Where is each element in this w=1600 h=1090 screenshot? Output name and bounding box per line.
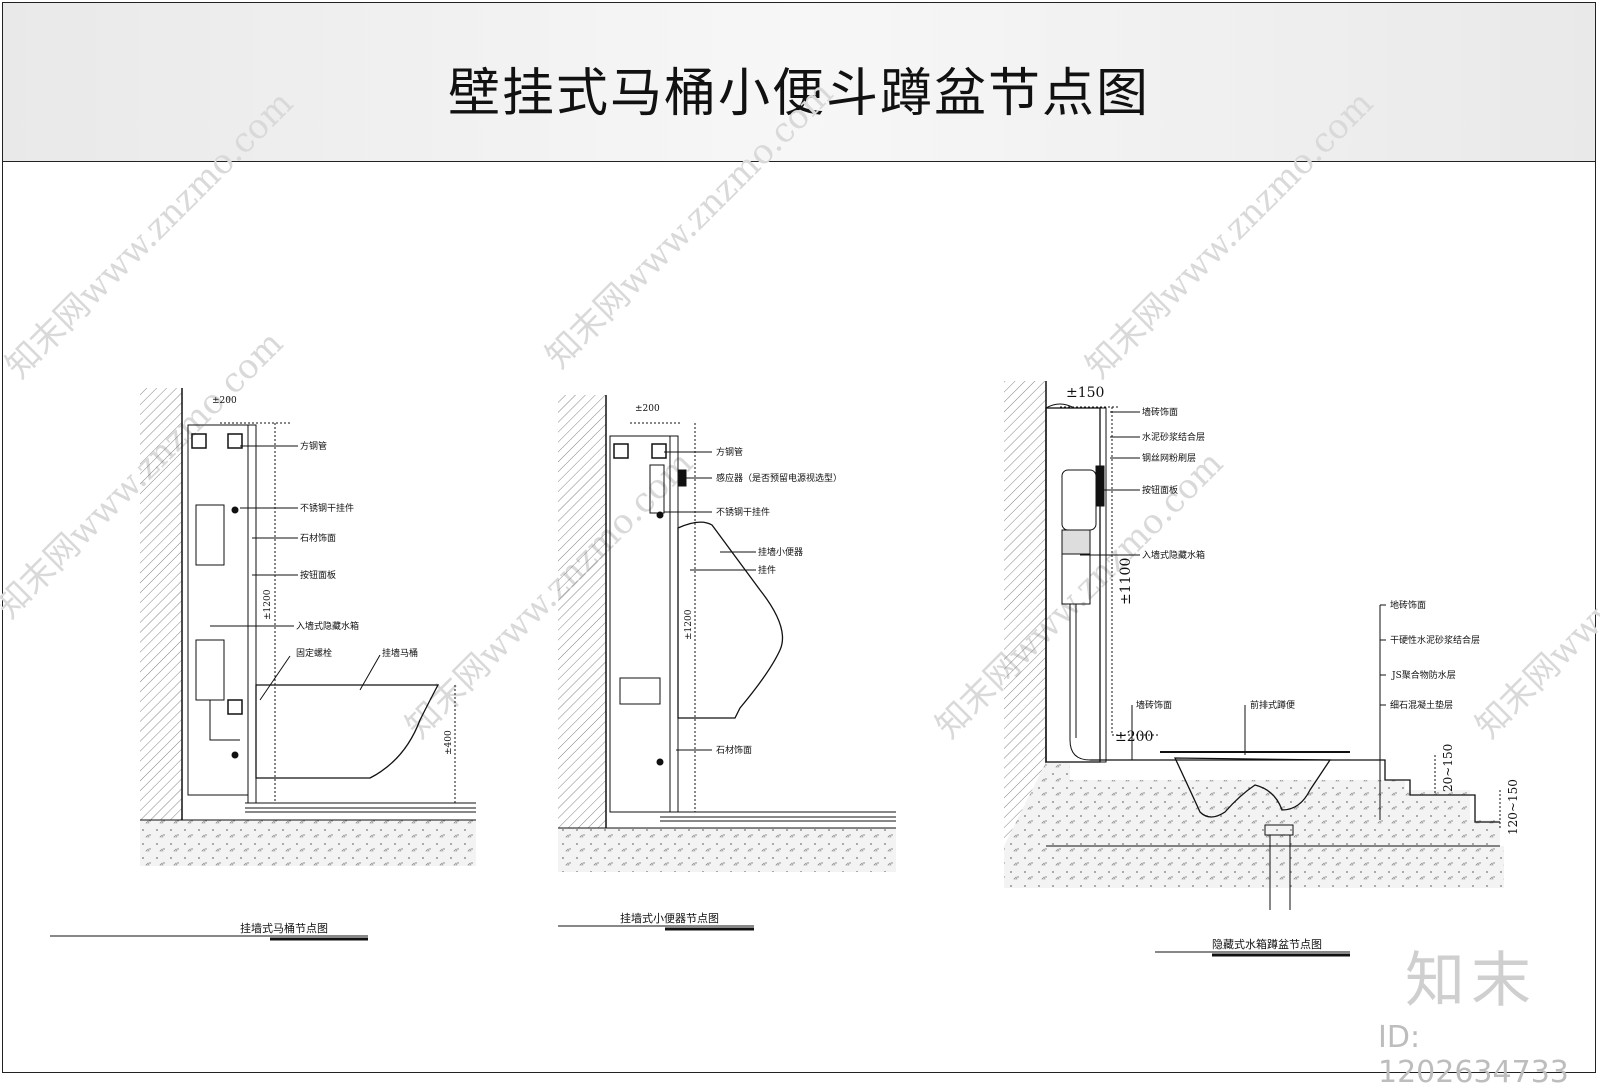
page-title: 壁挂式马桶小便斗蹲盆节点图 [447,64,1150,124]
squat-floor-label: 干硬性水泥砂浆结合层 [1390,634,1480,646]
squat-dim-step2: 120~150 [1506,779,1520,835]
watermarks: 知末网www.znzmo.com 知末网www.znzmo.com 知末网www… [0,73,1600,746]
squat-label: 钢丝网粉刷层 [1142,452,1196,464]
urinal-label: 方钢管 [716,446,743,458]
toilet-caption: 挂墙式马桶节点图 [50,921,368,941]
watermark: 知末网www.znzmo.com [1468,443,1600,746]
toilet-label: 方钢管 [300,440,327,452]
urinal-caption: 挂墙式小便器节点图 [558,911,754,931]
squat-dim-step1: 20~150 [1441,744,1455,792]
document-id: ID: 1202634733 [1378,1020,1569,1090]
urinal-label: 不锈钢干挂件 [716,506,770,518]
toilet-label: 石材饰面 [300,532,336,544]
squat-floor-label: JS聚合物防水层 [1391,669,1456,681]
urinal-label: 感应器（是否预留电源视选型） [716,472,842,484]
squat-label: 水泥砂浆结合层 [1142,431,1205,443]
squat-floor-label: 地砖饰面 [1390,599,1426,611]
brand-logo-text: 知末 [1405,946,1537,1016]
watermark: 知末网www.znzmo.com [398,443,701,746]
squat-dim-low: ±200 [1115,729,1153,745]
urinal-detail: ±200 ±1200 [558,395,896,872]
toilet-label: 入墙式隐藏水箱 [296,620,359,632]
toilet-dim-mid: ±1200 [263,589,273,620]
squat-labels: 墙砖饰面 水泥砂浆结合层 钢丝网粉刷层 按钮面板 入墙式隐藏水箱 地砖饰面 干硬… [1080,406,1480,820]
squat-caption-text: 隐藏式水箱蹲盆节点图 [1212,937,1322,951]
toilet-label: 挂墙马桶 [382,647,418,659]
toilet-dim-top: ±200 [212,396,237,406]
squat-floor-label: 细石混凝土垫层 [1390,699,1453,711]
squat-bottom-label: 前排式蹲便 [1250,699,1295,711]
watermark: 知末网www.znzmo.com [538,73,841,376]
toilet-dim-low: ±400 [444,730,454,755]
urinal-labels: 方钢管 感应器（是否预留电源视选型） 不锈钢干挂件 挂墙小便器 挂件 石材饰面 [664,446,842,756]
urinal-label: 挂墙小便器 [758,546,803,558]
urinal-label: 石材饰面 [716,744,752,756]
toilet-labels: 方钢管 不锈钢干挂件 石材饰面 按钮面板 入墙式隐藏水箱 固定螺栓 挂墙马桶 [210,440,418,701]
squat-caption: 隐藏式水箱蹲盆节点图 [1155,937,1350,957]
squat-label: 按钮面板 [1142,484,1178,496]
urinal-caption-text: 挂墙式小便器节点图 [620,911,719,925]
sheet-frame [2,2,1596,1073]
watermark: 知末网www.znzmo.com [928,443,1231,746]
toilet-caption-text: 挂墙式马桶节点图 [240,921,328,935]
squat-dim-top: ±150 [1066,385,1104,401]
squat-detail: ±150 ±1100 ±200 20~150 120~150 [1004,381,1520,910]
squat-label: 入墙式隐藏水箱 [1142,549,1205,561]
urinal-dim-top: ±200 [635,404,660,414]
toilet-label: 按钮面板 [300,569,336,581]
squat-dim-mid: ±1100 [1118,558,1134,605]
toilet-detail: ±200 ±1200 ±400 [140,388,476,866]
urinal-label: 挂件 [758,564,776,576]
squat-bottom-label: 墙砖饰面 [1136,699,1172,711]
title-band: 壁挂式马桶小便斗蹲盆节点图 [3,3,1595,162]
watermark: 知末网www.znzmo.com [1078,83,1381,386]
urinal-dim-mid: ±1200 [684,609,694,640]
toilet-label: 固定螺栓 [296,647,332,659]
squat-label: 墙砖饰面 [1142,406,1178,418]
toilet-label: 不锈钢干挂件 [300,502,354,514]
